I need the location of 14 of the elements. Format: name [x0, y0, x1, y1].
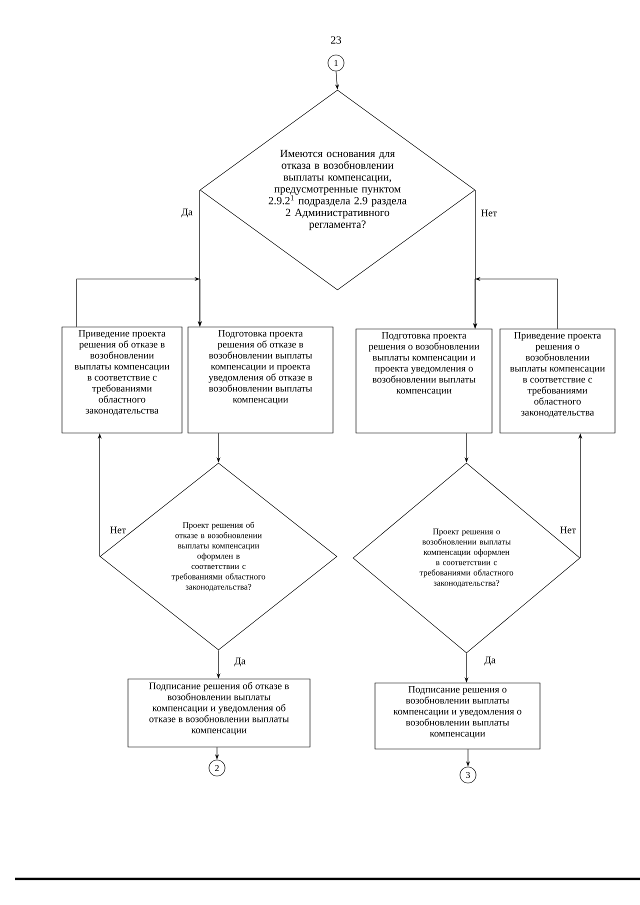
- process-box: Подготовка проекта решения об отказе в возобновлении выплаты компенсации и проекта уведомления об отказе в возобновлении выплаты компенсации: [188, 326, 334, 434]
- process-box: Подготовка проекта решения о возобновлении выплаты компенсации и проекта уведомления о возобновлении выплаты компенсации: [356, 328, 492, 434]
- page-number: 23: [331, 36, 342, 44]
- process-box: Подписание решения о возобновлении выплаты компенсации и уведомления о возобновлении выплаты компенсации: [374, 682, 540, 750]
- edge-label: Нет: [108, 526, 128, 534]
- arrow: [76, 276, 202, 327]
- edge-label: Да: [180, 208, 194, 218]
- process-box: Приведение проекта решения об отказе в возобновлении выплаты компенсации в соответствие с требованиями областного законодательства: [62, 326, 182, 434]
- edge-label: Нет: [480, 208, 498, 218]
- edge-label: Нет: [559, 526, 578, 534]
- edge-label: Да: [233, 656, 247, 668]
- process-box: Приведение проекта решения о возобновлении выплаты компенсации в соответствие с требованиями областного законодательства: [500, 328, 616, 434]
- process-box: Подписание решения об отказе в возобновлении выплаты компенсации и уведомления об отказе в возобновлении выплаты компенсации: [128, 678, 310, 748]
- edge-label: Да: [483, 656, 497, 666]
